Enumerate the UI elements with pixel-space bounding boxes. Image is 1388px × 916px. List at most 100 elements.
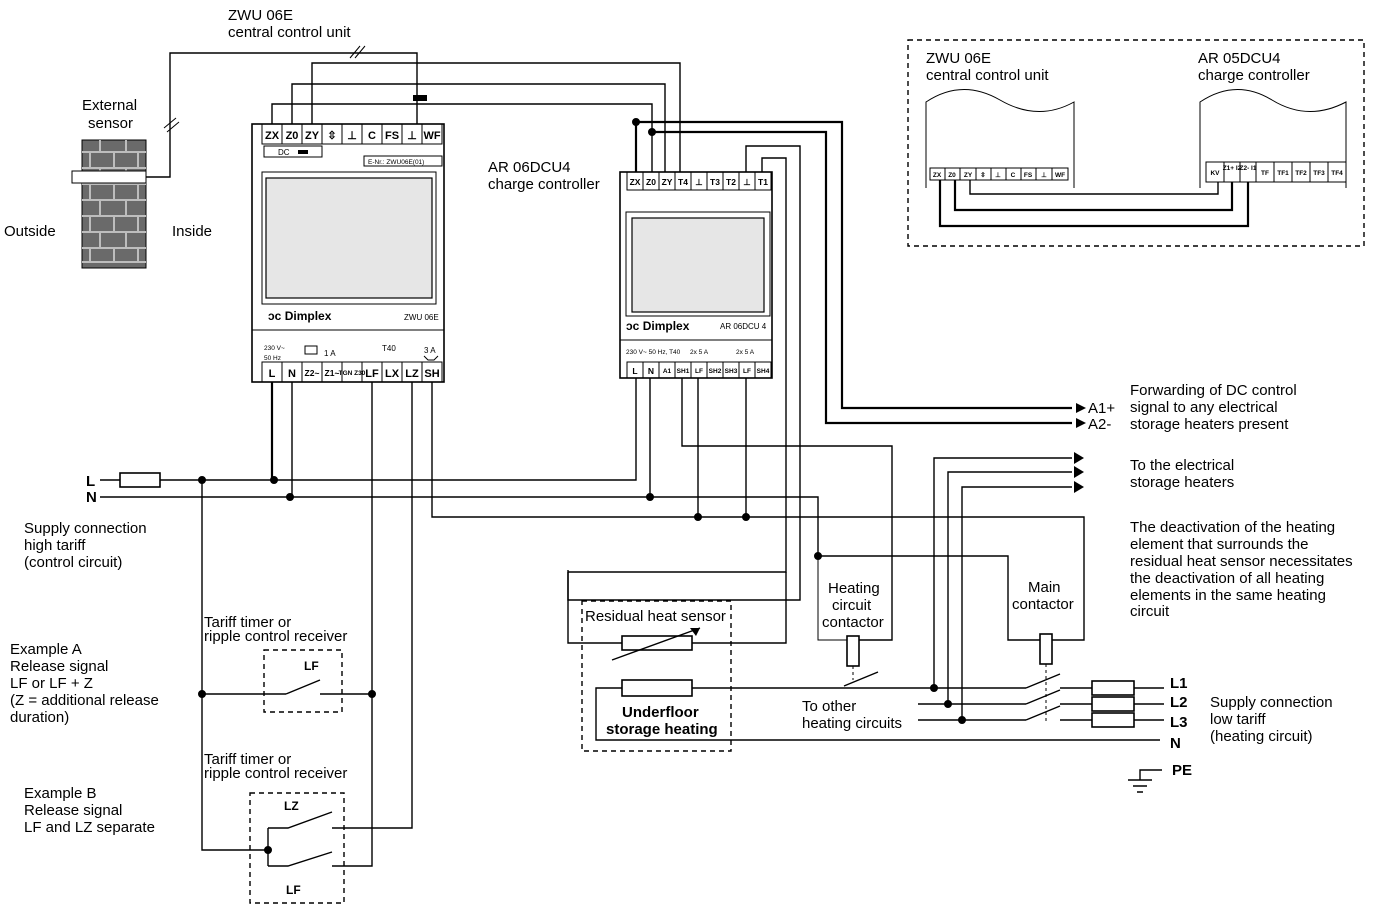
tariff-a-lf: LF (304, 659, 319, 673)
main-contactor-coil (1039, 633, 1053, 665)
line-n-label: N (86, 489, 97, 506)
forward-text-2: signal to any electrical (1130, 399, 1278, 416)
pe-label: PE (1172, 762, 1192, 779)
inset-zwu-subtitle: central control unit (926, 67, 1049, 84)
main-contactor-2: contactor (1012, 596, 1074, 613)
example-b-3: LF and LZ separate (24, 819, 155, 836)
heating-contactor-coil (846, 635, 860, 667)
ar-subtitle: charge controller (488, 176, 600, 193)
ar-top-terminals: ZX Z0 ZY T4 ⊥ T3 T2 ⊥ T1 (626, 171, 772, 191)
ar-brand: ɔc Dimplex (626, 319, 690, 333)
ar-term-t1: T1 (758, 177, 768, 187)
tariff-2b: ripple control receiver (204, 765, 347, 782)
inset-zwu-term-wf: WF (1055, 172, 1065, 179)
zwu-rating-2: 50 Hz (264, 355, 281, 362)
ar-term-lf-2: LF (743, 368, 751, 375)
other-circuits-1: To other (802, 698, 856, 715)
forward-text-3: storage heaters present (1130, 416, 1289, 433)
zwu-term-c: C (368, 130, 376, 142)
tariff-b-lz: LZ (284, 799, 299, 813)
zwu-term-z1: Z1~ (325, 368, 340, 378)
ar-term-sh4: SH4 (757, 368, 770, 375)
deact-text-3: residual heat sensor necessitates (1130, 553, 1353, 570)
l1-label: L1 (1170, 675, 1188, 692)
ar-relay-2: 2x 5 A (736, 349, 755, 356)
forward-text-1: Forwarding of DC control (1130, 382, 1297, 399)
zwu-unit: DC E-Nr.: ZWU06E(01) ɔc Dimplex ZWU 06E … (251, 95, 445, 383)
zwu-term-zy: ZY (305, 130, 320, 142)
zwu-top-terminals: ZX Z0 ZY ⇳ ⊥ C FS ⊥ WF (261, 123, 443, 145)
tariff-timer-a (263, 649, 343, 713)
underfloor-panel (581, 600, 732, 752)
line-l-label: L (86, 473, 95, 490)
a1-label: A1+ (1088, 400, 1115, 417)
ar-term-n: N (648, 366, 654, 376)
inset-ar-term-tf2: TF2 (1295, 170, 1307, 177)
inset-ar-term-z1: Z1+ I2 (1223, 165, 1242, 172)
l3-label: L3 (1170, 714, 1188, 731)
deact-text-6: circuit (1130, 603, 1170, 620)
main-contactor-1: Main (1028, 579, 1061, 596)
inset-ar-term-tf4: TF4 (1331, 170, 1343, 177)
fuse (119, 472, 161, 488)
zwu-fuse-1a: 1 A (324, 349, 336, 358)
example-b-1: Example B (24, 785, 97, 802)
deact-text-4: the deactivation of all heating (1130, 570, 1324, 587)
ar-term-zy: ZY (662, 177, 673, 187)
supply-low-1: Supply connection (1210, 694, 1333, 711)
ar-term-zx: ZX (630, 177, 641, 187)
zwu-term-gnd-2: ⊥ (407, 130, 417, 142)
inset-panel: ZWU 06E central control unit AR 05DCU4 c… (907, 39, 1365, 247)
outside-label: Outside (4, 223, 56, 240)
ar-term-sh2: SH2 (709, 368, 722, 375)
deact-text-2: element that surrounds the (1130, 536, 1308, 553)
inset-zwu-term-z0: Z0 (948, 172, 956, 179)
external-sensor-wall (71, 139, 147, 269)
to-heaters-1: To the electrical (1130, 457, 1234, 474)
zwu-term-sh: SH (424, 368, 439, 380)
inside-label: Inside (172, 223, 212, 240)
inset-zwu-term-zy: ZY (964, 172, 973, 179)
heating-contactor-2: circuit (832, 597, 872, 614)
example-b-2: Release signal (24, 802, 122, 819)
example-a-2: Release signal (10, 658, 108, 675)
deact-text-1: The deactivation of the heating (1130, 519, 1335, 536)
ar-term-t2: T2 (726, 177, 736, 187)
tariff-2a: Tariff timer or (204, 751, 291, 768)
ar-relay-1: 2x 5 A (690, 349, 709, 356)
underfloor-1: Underfloor (622, 704, 699, 721)
zwu-subtitle: central control unit (228, 24, 351, 41)
tariff-b-lf: LF (286, 883, 301, 897)
inset-zwu-term-gnd-1: ⊥ (995, 171, 1001, 179)
example-a-1: Example A (10, 641, 82, 658)
zwu-model: ZWU 06E (404, 313, 439, 322)
to-heaters-2: storage heaters (1130, 474, 1234, 491)
supply-high-3: (control circuit) (24, 554, 122, 571)
ar-title: AR 06DCU4 (488, 159, 571, 176)
zwu-term-zx: ZX (265, 130, 280, 142)
heating-contactor-3: contactor (822, 614, 884, 631)
tariff-1a: Tariff timer or (204, 614, 291, 631)
inset-zwu-term-fs: FS (1024, 172, 1033, 179)
supply-high-1: Supply connection (24, 520, 147, 537)
supply-low-2: low tariff (1210, 711, 1266, 728)
zwu-brand: ɔc Dimplex (268, 309, 332, 323)
ar-term-a1: A1 (663, 368, 672, 375)
a2-label: A2- (1088, 416, 1111, 433)
zwu-term-n: N (288, 368, 296, 380)
zwu-term-sym: ⇳ (327, 130, 336, 142)
zwu-term-l: L (269, 368, 276, 380)
zwu-display (265, 177, 433, 299)
inset-ar-term-z2: Z2- I1 (1240, 165, 1257, 172)
example-a-4: (Z = additional release (10, 692, 159, 709)
zwu-term-gnd-1: ⊥ (347, 130, 357, 142)
ar-display (631, 217, 765, 313)
zwu-enr-label: E-Nr.: ZWU06E(01) (368, 159, 424, 166)
ar-term-sh1: SH1 (677, 368, 690, 375)
inset-ar-term-tf: TF (1261, 170, 1269, 177)
zwu-term-lz: LZ (405, 368, 419, 380)
ar-term-gnd-1: ⊥ (695, 177, 703, 187)
ar-term-l: L (632, 366, 637, 376)
external-sensor-label: External (82, 97, 137, 114)
